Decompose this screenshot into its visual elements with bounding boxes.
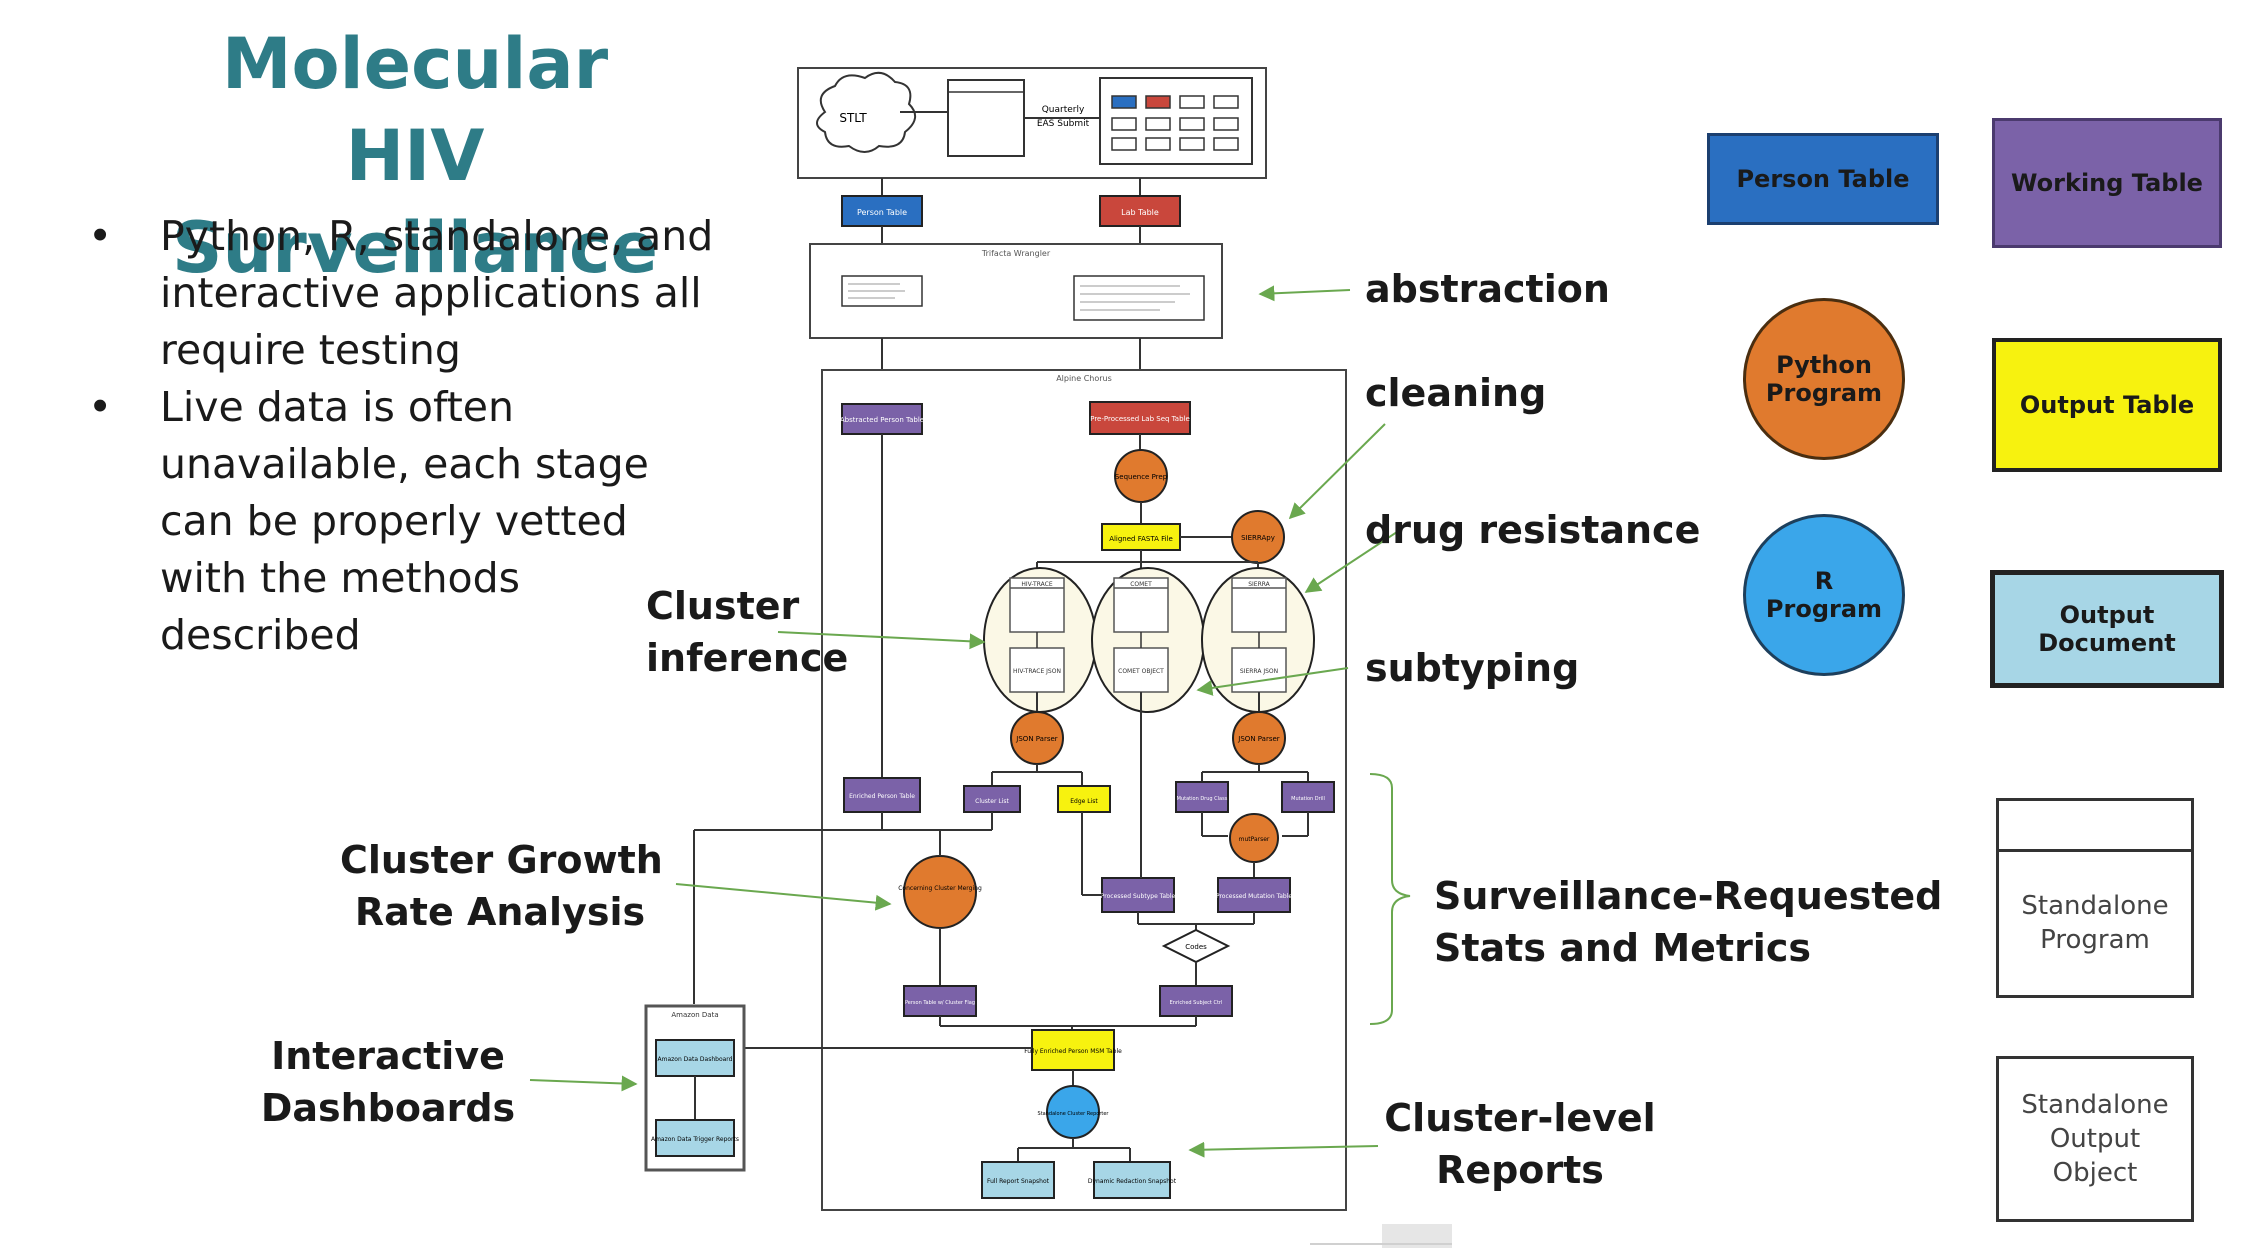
bullet-list: •Python, R, standalone, and interactive … (78, 208, 718, 664)
svg-text:Processed Subtype Table: Processed Subtype Table (1101, 893, 1176, 900)
mutation-drug-class-node (1175, 781, 1229, 813)
legend-standalone-output-object: Standalone Output Object (1996, 1056, 2194, 1222)
edge-list-node (1057, 785, 1111, 813)
svg-text:Edge List: Edge List (1070, 798, 1098, 805)
label-interactive-dashboards: Interactive Dashboards (260, 1034, 516, 1130)
label-drug-resistance: drug resistance (1365, 508, 1701, 552)
svg-text:mutParser: mutParser (1239, 836, 1270, 843)
svg-text:Processed Mutation Table: Processed Mutation Table (1216, 893, 1292, 900)
svg-text:STLT: STLT (839, 111, 867, 125)
label-cluster-level-reports: Cluster-level Reports (1384, 1096, 1656, 1192)
title-line-2: HIV Surveillance (172, 115, 658, 289)
quarterly-label: Quarterly (1042, 105, 1085, 115)
bullet-item: •Python, R, standalone, and interactive … (88, 212, 714, 374)
svg-text:Abstracted Person Table: Abstracted Person Table (840, 416, 924, 424)
dynamic-redaction-node (1093, 1161, 1171, 1199)
quarterly-label-2: EAS Submit (1037, 119, 1090, 129)
stlt-cloud: STLT (816, 71, 916, 153)
svg-text:Standalone Cluster Reporter: Standalone Cluster Reporter (1038, 1111, 1110, 1117)
enriched-subject-node (1159, 985, 1233, 1017)
svg-text:SIERRA JSON: SIERRA JSON (1240, 668, 1278, 675)
svg-text:Amazon Data: Amazon Data (671, 1011, 718, 1019)
svg-text:Amazon Data Dashboard: Amazon Data Dashboard (658, 1056, 733, 1063)
svg-text:Cluster List: Cluster List (975, 798, 1009, 805)
amazon-dashboard-node (655, 1039, 735, 1077)
label-subtyping: subtyping (1365, 646, 1580, 690)
svg-text:COMET OBJECT: COMET OBJECT (1118, 668, 1164, 675)
surveillance-bracket (1369, 773, 1411, 1025)
bullet-item: •Live data is often unavailable, each st… (88, 383, 649, 659)
svg-text:Aligned FASTA File: Aligned FASTA File (1109, 535, 1173, 543)
cluster-list-node (963, 785, 1021, 813)
annotation-arrows (529, 285, 1401, 1158)
svg-text:COMET: COMET (1130, 581, 1152, 588)
legend-output-document: Output Document (1990, 570, 2224, 688)
label-cluster-growth: Cluster Growth Rate Analysis (340, 838, 663, 934)
lab-table-node (1099, 195, 1181, 227)
svg-text:Concerning Cluster Merging: Concerning Cluster Merging (898, 885, 982, 892)
legend-output-table: Output Table (1992, 338, 2222, 472)
full-report-node (981, 1161, 1055, 1199)
svg-text:SIERRA: SIERRA (1248, 581, 1270, 588)
amazon-trigger-node (655, 1119, 735, 1157)
label-abstraction: abstraction (1365, 267, 1610, 311)
svg-text:Enriched Person Table: Enriched Person Table (849, 793, 915, 800)
svg-text:Sequence Prep: Sequence Prep (1115, 473, 1168, 481)
title-line-1: Molecular (221, 23, 609, 105)
svg-text:HIV-TRACE JSON: HIV-TRACE JSON (1013, 668, 1061, 675)
label-cleaning: cleaning (1365, 371, 1547, 415)
svg-text:JSON Parser: JSON Parser (1015, 735, 1058, 743)
mutation-drill-node (1281, 781, 1335, 813)
label-surveillance: Surveillance-Requested Stats and Metrics (1434, 874, 1943, 970)
svg-text:Full Report Snapshot: Full Report Snapshot (987, 1178, 1050, 1185)
svg-text:Mutation Drug Class: Mutation Drug Class (1177, 796, 1228, 802)
svg-text:Fully Enriched Person MSM Tabl: Fully Enriched Person MSM Table (1024, 1048, 1122, 1055)
svg-text:JSON Parser: JSON Parser (1237, 735, 1280, 743)
svg-text:HIV-TRACE: HIV-TRACE (1021, 581, 1052, 588)
legend-working-table: Working Table (1992, 118, 2222, 248)
enriched-person-node (843, 777, 921, 813)
page-title: Molecular HIV Surveillance (95, 18, 735, 294)
svg-text:Person Table w/ Cluster Flag: Person Table w/ Cluster Flag (905, 1000, 975, 1006)
svg-text:Person Table: Person Table (857, 208, 907, 217)
svg-text:SIERRApy: SIERRApy (1241, 534, 1275, 542)
cluster-merging-node (903, 855, 977, 929)
svg-text:Enriched Subject Ctrl: Enriched Subject Ctrl (1170, 1000, 1223, 1006)
legend-standalone-program: Standalone Program (1996, 798, 2194, 998)
svg-text:Codes: Codes (1185, 943, 1207, 951)
svg-text:Amazon Data Trigger Reports: Amazon Data Trigger Reports (651, 1136, 739, 1143)
legend-r-program: R Program (1743, 514, 1905, 676)
svg-text:Trifacta Wrangler: Trifacta Wrangler (981, 249, 1051, 258)
person-table-cluster-node (903, 985, 977, 1017)
legend-person-table: Person Table (1707, 133, 1939, 225)
svg-text:Alpine Chorus: Alpine Chorus (1056, 374, 1112, 383)
tables-grid-cells (1111, 95, 1239, 151)
processed-mutation-node (1217, 877, 1291, 913)
legend-python-program: Python Program (1743, 298, 1905, 460)
svg-text:Pre-Processed Lab Seq Table: Pre-Processed Lab Seq Table (1090, 415, 1190, 423)
svg-text:Lab Table: Lab Table (1121, 208, 1159, 217)
svg-text:Mutation Drill: Mutation Drill (1291, 796, 1325, 802)
svg-text:Dynamic Redaction Snapshot: Dynamic Redaction Snapshot (1088, 1178, 1177, 1185)
label-cluster-inference: Cluster inference (646, 584, 849, 680)
